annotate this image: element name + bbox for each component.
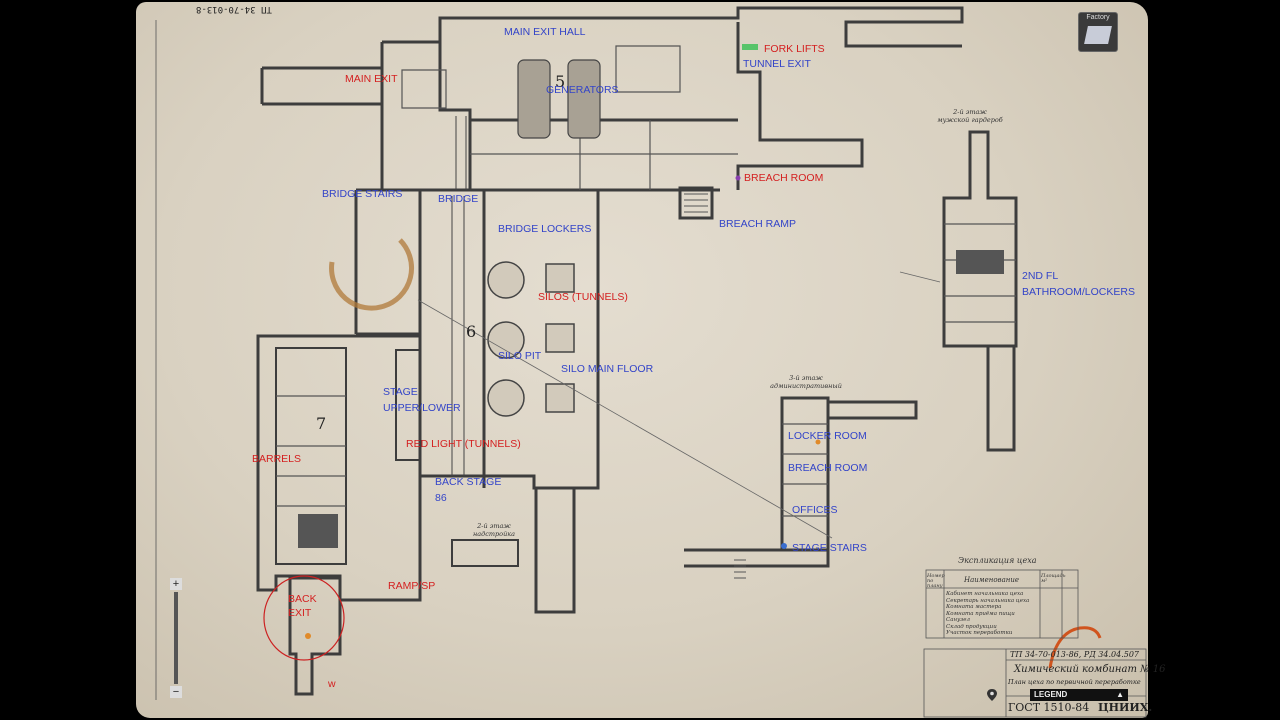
label-w: w bbox=[328, 678, 336, 690]
zoom-control[interactable]: + − bbox=[170, 578, 182, 700]
location-pin-icon[interactable] bbox=[986, 688, 998, 702]
note-stage: 2-й этаж надстройка bbox=[464, 522, 524, 538]
label-back-stage: BACK STAGE bbox=[435, 476, 502, 488]
label-back: BACK bbox=[288, 593, 317, 605]
label-ramp-sp: RAMP/SP bbox=[388, 580, 436, 592]
label-offices: OFFICES bbox=[792, 504, 838, 516]
label-bridge: BRIDGE bbox=[438, 193, 479, 205]
note-men-locker: 2-й этаж мужской гардероб bbox=[930, 108, 1010, 124]
label-upper-lower: UPPER/LOWER bbox=[383, 402, 461, 414]
title-block-code: ТП 34-70-013-86, РД 34.04.507 bbox=[1010, 650, 1140, 659]
label-red-light-tunnels: RED LIGHT (TUNNELS) bbox=[406, 438, 521, 450]
note-stage-line1: 2-й этаж bbox=[477, 522, 511, 530]
drawing-code-header: ТП 34-70-013-8 bbox=[196, 4, 272, 14]
label-breach-ramp: BREACH RAMP bbox=[719, 218, 797, 230]
legend-toggle[interactable]: LEGEND ▲ bbox=[1030, 689, 1128, 701]
section-number-6: 6 bbox=[466, 322, 477, 341]
explication-row: Участок переработки bbox=[946, 630, 1013, 636]
note-admin-line2: административный bbox=[770, 382, 842, 390]
label-tunnel-exit: TUNNEL EXIT bbox=[743, 58, 811, 70]
explication-row: Склад продукции bbox=[946, 623, 997, 630]
label-main-exit: MAIN EXIT bbox=[345, 73, 398, 85]
section-number-5: 5 bbox=[555, 72, 566, 91]
explication-row: Кабинет начальника цеха bbox=[946, 591, 1024, 597]
title-block-org: ЦНИИХ. bbox=[1098, 701, 1153, 714]
label-stage: STAGE bbox=[383, 386, 418, 398]
label-breach-room: BREACH ROOM bbox=[744, 172, 824, 184]
label-exit: EXIT bbox=[288, 607, 312, 619]
explication-col-name: Наименование bbox=[964, 576, 1020, 584]
chevron-up-icon: ▲ bbox=[1116, 690, 1124, 699]
label-bridge-stairs: BRIDGE STAIRS bbox=[322, 188, 403, 200]
label-breach-room-admin: BREACH ROOM bbox=[788, 462, 868, 474]
label-barrels: BARRELS bbox=[252, 453, 302, 465]
explication-title: Экспликация цеха bbox=[958, 556, 1037, 565]
factory-button-label: Factory bbox=[1086, 14, 1110, 21]
title-block-standard: ГОСТ 1510-84 bbox=[1008, 701, 1090, 714]
explication-col-area: Площадь м² bbox=[1041, 573, 1066, 584]
explication-row: Комната мастера bbox=[946, 604, 1002, 610]
title-block-desc: План цеха по первичной переработке bbox=[1008, 678, 1141, 686]
legend-label: LEGEND bbox=[1034, 690, 1068, 699]
label-bridge-lockers: BRIDGE LOCKERS bbox=[498, 223, 592, 235]
note-men-locker-line1: 2-й этаж bbox=[953, 108, 987, 116]
map-icon bbox=[1084, 26, 1112, 44]
note-admin: 3-й этаж административный bbox=[766, 374, 846, 390]
label-fork-lifts: FORK LIFTS bbox=[764, 43, 825, 55]
label-silos-tunnels: SILOS (TUNNELS) bbox=[538, 291, 628, 303]
explication-row: Секретарь начальника цеха bbox=[946, 597, 1030, 604]
label-generators: GENERATORS bbox=[546, 84, 619, 96]
section-number-7: 7 bbox=[316, 414, 327, 433]
zoom-slider-track[interactable] bbox=[174, 592, 178, 684]
label-2nd-fl: 2ND FL bbox=[1022, 270, 1059, 282]
label-back-stage-num: 86 bbox=[435, 492, 447, 504]
label-stage-stairs: STAGE STAIRS bbox=[792, 542, 867, 554]
label-bathroom-lockers: BATHROOM/LOCKERS bbox=[1022, 286, 1135, 298]
label-silo-main-floor: SILO MAIN FLOOR bbox=[561, 363, 654, 375]
factory-map-button[interactable]: Factory bbox=[1078, 12, 1118, 52]
explication-row: Комната приёма пищи bbox=[946, 610, 1015, 617]
explication-row: Санузел bbox=[946, 617, 971, 623]
label-silo-pit: SILO PIT bbox=[498, 350, 542, 362]
note-stage-line2: надстройка bbox=[472, 530, 516, 538]
note-men-locker-line2: мужской гардероб bbox=[937, 116, 1003, 124]
zoom-in-button[interactable]: + bbox=[170, 578, 182, 590]
zoom-out-button[interactable]: − bbox=[170, 686, 182, 698]
note-admin-line1: 3-й этаж bbox=[789, 374, 823, 382]
explication-col-num: Номер по плану bbox=[927, 573, 945, 589]
label-main-exit-hall: MAIN EXIT HALL bbox=[504, 26, 586, 38]
title-block-name: Химический комбинат № 16 bbox=[1014, 664, 1166, 675]
label-locker-room: LOCKER ROOM bbox=[788, 430, 867, 442]
